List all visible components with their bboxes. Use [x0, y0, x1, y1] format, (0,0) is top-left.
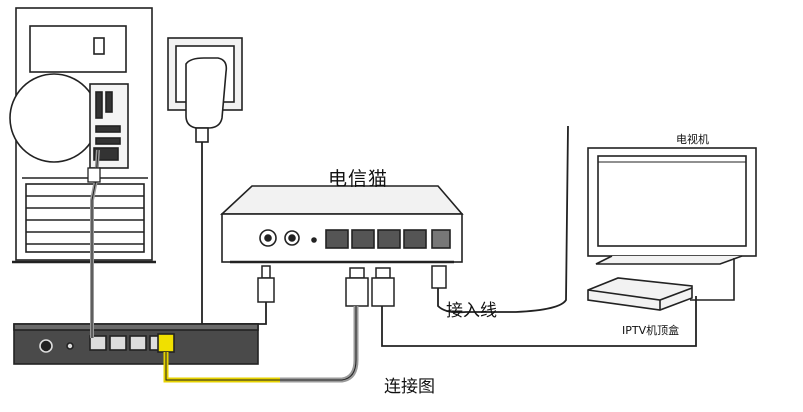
incoming-line [437, 125, 569, 314]
modem-label: 电信猫 [328, 168, 389, 190]
pc-tower-icon [9, 7, 156, 264]
set-top-box-label: IPTV机顶盒 [622, 324, 680, 337]
router-modem-cable [280, 306, 359, 383]
incoming-line-label: 接入线 [446, 301, 497, 321]
power-plug-icon [257, 265, 275, 303]
tv-stb-cable [690, 258, 735, 301]
tv-monitor-icon [587, 147, 757, 265]
iptv-set-top-box-icon [587, 277, 693, 311]
modem-icon [219, 185, 464, 264]
router-icon [13, 323, 259, 365]
rj45-plug-icon [345, 267, 369, 307]
phone-plug-icon [431, 265, 447, 289]
rj45-plug-icon [371, 267, 395, 307]
diagram-caption: 连接图 [384, 377, 435, 397]
power-adapter-icon [185, 57, 228, 143]
modem-stb-cable [381, 296, 697, 347]
tv-label: 电视机 [676, 133, 709, 146]
